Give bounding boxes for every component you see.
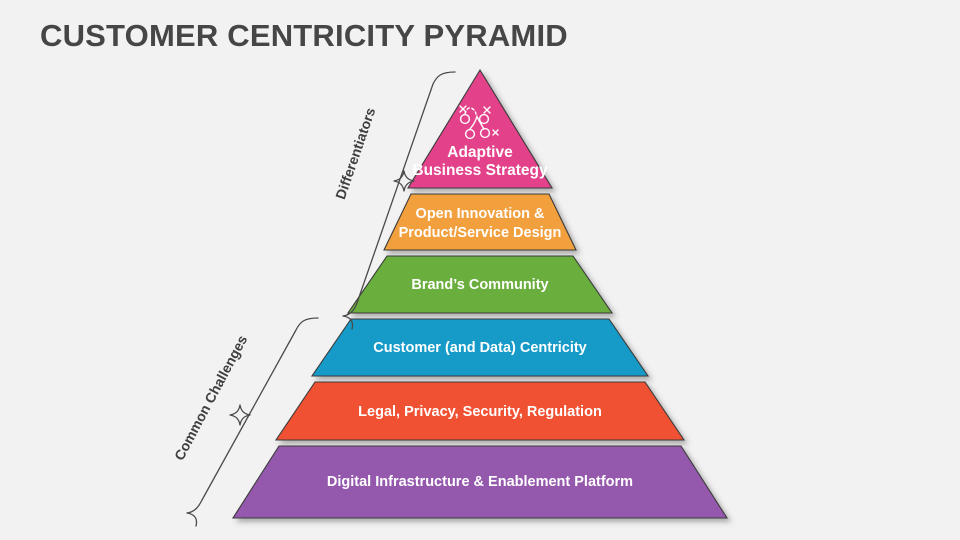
pyramid-level-1-shape[interactable]: [407, 68, 553, 189]
page-title: CUSTOMER CENTRICITY PYRAMID: [40, 18, 568, 53]
pyramid-level-4-label: Customer (and Data) Centricity: [373, 340, 587, 356]
pyramid-level-3[interactable]: Brand’s Community: [346, 255, 614, 314]
pyramid-level-1-label-line-2: Business Strategy: [412, 162, 548, 179]
pyramid-level-2-shape[interactable]: [383, 193, 577, 251]
common-challenges-brace: [186, 317, 319, 527]
common-challenges-brace-tip: [229, 404, 251, 426]
pyramid-level-3-shape[interactable]: [346, 255, 614, 314]
pyramid-level-4[interactable]: Customer (and Data) Centricity: [310, 318, 650, 377]
pyramid-level-1[interactable]: Adaptive Business Strategy: [407, 68, 553, 189]
group-common-challenges-label: Common Challenges: [171, 332, 251, 463]
group-differentiators-label: Differentiators: [332, 105, 378, 201]
pyramid-level-6[interactable]: Digital Infrastructure & Enablement Plat…: [231, 445, 729, 519]
pyramid-level-5-shape[interactable]: [274, 381, 686, 441]
pyramid-level-6-label: Digital Infrastructure & Enablement Plat…: [327, 474, 633, 490]
pyramid-level-3-label: Brand’s Community: [411, 277, 548, 293]
strategy-playbook-icon: [459, 105, 499, 140]
pyramid-level-2-label-line-1: Open Innovation &: [416, 206, 545, 222]
pyramid-level-4-shape[interactable]: [310, 318, 650, 377]
pyramid-level-2-label-line-2: Product/Service Design: [399, 225, 562, 241]
differentiators-brace: [342, 71, 456, 330]
pyramid-level-6-shape[interactable]: [231, 445, 729, 519]
pyramid-level-1-label-line-1: Adaptive: [447, 144, 513, 161]
pyramid-level-5[interactable]: Legal, Privacy, Security, Regulation: [274, 381, 686, 441]
pyramid-level-5-label: Legal, Privacy, Security, Regulation: [358, 404, 602, 420]
differentiators-brace-tip: [393, 170, 415, 192]
pyramid-level-2[interactable]: Open Innovation & Product/Service Design: [383, 193, 577, 251]
